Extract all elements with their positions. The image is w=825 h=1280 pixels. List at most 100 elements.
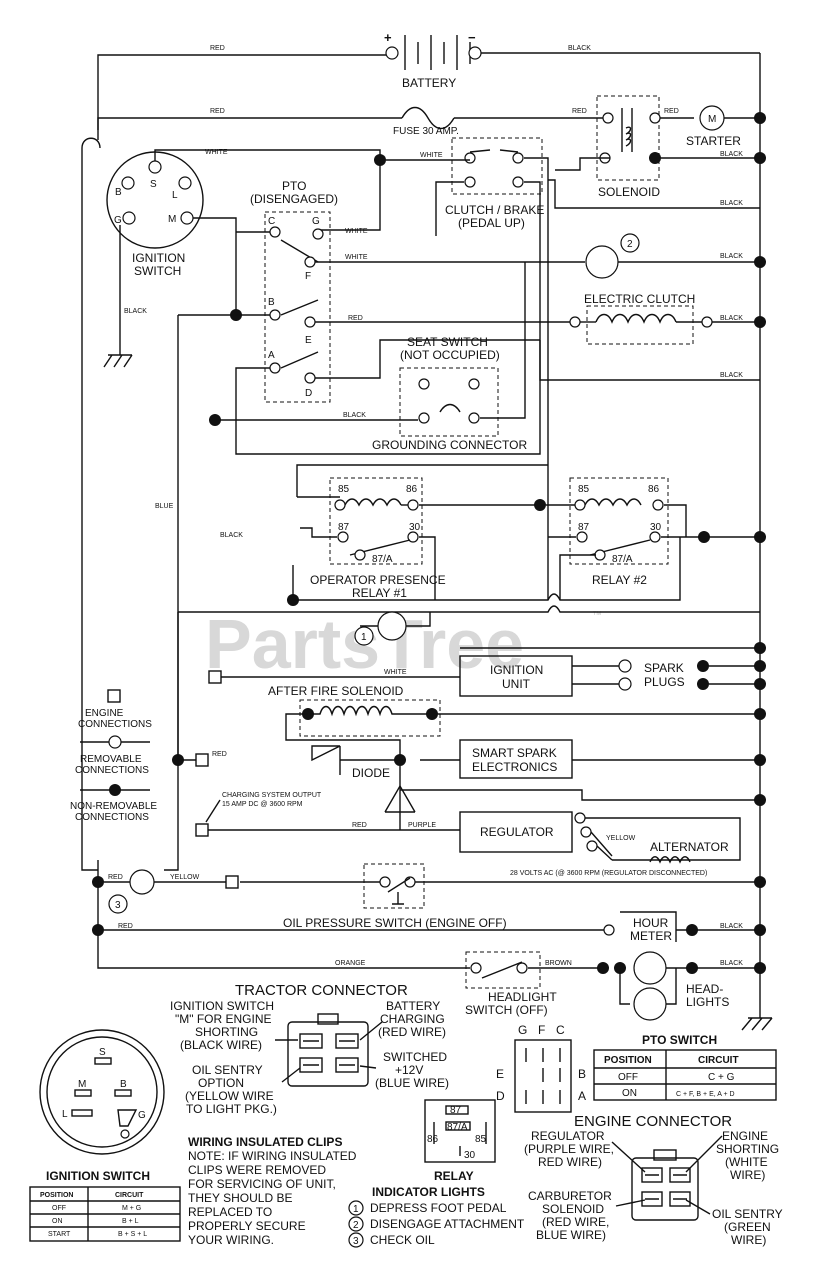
clips-note-4: THEY SHOULD BE: [188, 1191, 292, 1205]
pto-col-g: G: [518, 1023, 527, 1037]
clips-note-3: FOR SERVICING OF UNIT,: [188, 1177, 336, 1191]
clips-note-2: CLIPS WERE REMOVED: [188, 1163, 326, 1177]
wire-black-clutch: BLACK: [720, 200, 743, 207]
pto-r0-c1: C + G: [708, 1072, 735, 1083]
smart-spark-label-2: ELECTRONICS: [472, 760, 557, 774]
tc-left-bottom-2: OPTION: [198, 1076, 244, 1090]
legend-engine-2: CONNECTIONS: [78, 719, 152, 730]
spark-plugs-label-2: PLUGS: [644, 675, 685, 689]
clutch-brake-label-2: (PEDAL UP): [458, 216, 525, 230]
ign-r2-c1: B + S + L: [118, 1231, 147, 1238]
seat-switch-label-1: SEAT SWITCH: [407, 335, 488, 349]
indicator-lights-legend: INDICATOR LIGHTS 1 DEPRESS FOOT PEDAL 2 …: [348, 1185, 525, 1248]
il-text-3: CHECK OIL: [370, 1233, 435, 1247]
ign-term-l: L: [172, 190, 178, 201]
relay1-label-2: RELAY #1: [352, 586, 407, 600]
relay2-87a: 87/A: [612, 554, 633, 565]
ign-table-title: IGNITION SWITCH: [46, 1169, 150, 1183]
pto-table-h1: CIRCUIT: [698, 1055, 739, 1066]
ground-symbol-right: [741, 1017, 773, 1031]
diode: DIODE: [311, 745, 766, 813]
wire-white-pto-f: WHITE: [345, 254, 368, 261]
regulator-label: REGULATOR: [480, 825, 554, 839]
ign-term-m: M: [168, 214, 176, 225]
ign-r0-c1: M + G: [122, 1205, 141, 1212]
il-text-2: DISENGAGE ATTACHMENT: [370, 1217, 525, 1231]
charging-output-1: CHARGING SYSTEM OUTPUT: [222, 792, 322, 799]
fuse-starter-circuit: FUSE 30 AMP. RED RED M RED BLACK STARTER…: [97, 95, 766, 199]
ec-oil-3: WIRE): [731, 1233, 766, 1247]
diode-label: DIODE: [352, 766, 390, 780]
ignition-switch: S B L G M IGNITION SWITCH WHITE BLACK: [81, 137, 386, 871]
il-num-3: 3: [353, 1236, 359, 1247]
face-b: B: [120, 1079, 127, 1090]
pto-term-g: G: [312, 216, 320, 227]
tc-left-bottom-1: OIL SENTRY: [192, 1063, 263, 1077]
indicator-lights-title: INDICATOR LIGHTS: [372, 1185, 485, 1199]
ec-oil-2: (GREEN: [724, 1220, 771, 1234]
tractor-connector-title: TRACTOR CONNECTOR: [235, 982, 408, 999]
ignition-switch-label-1: IGNITION: [132, 251, 185, 265]
relay1-86: 86: [406, 484, 418, 495]
pto-term-f: F: [305, 271, 311, 282]
pto-switch-schematic: PTO (DISENGAGED) C G F B E A D WHITE WHI…: [235, 179, 540, 432]
ign-r1-c1: B + L: [122, 1218, 139, 1225]
wire-red-fuse: RED: [210, 108, 225, 115]
relay1-30: 30: [409, 522, 421, 533]
wiring-clips-note: WIRING INSULATED CLIPS NOTE: IF WIRING I…: [188, 1135, 357, 1247]
starter-m: M: [708, 114, 716, 125]
clips-note-5: REPLACED TO: [188, 1205, 272, 1219]
ignition-switch-label-2: SWITCH: [134, 264, 181, 278]
ignition-switch-table: IGNITION SWITCH POSITION CIRCUIT OFF M +…: [29, 1169, 181, 1242]
relay-pin-86: 86: [427, 1134, 439, 1145]
wire-brown-headlight: BROWN: [545, 960, 572, 967]
ec-regulator-3: RED WIRE): [538, 1155, 602, 1169]
tc-left-top-4: (BLACK WIRE): [180, 1038, 262, 1052]
relay-pin-85: 85: [475, 1134, 487, 1145]
wire-blue-trunk: BLUE: [155, 503, 174, 510]
ign-r0-c0: OFF: [52, 1205, 66, 1212]
wire-black-seat: BLACK: [720, 372, 743, 379]
wire-white-clutch: WHITE: [420, 152, 443, 159]
relay1-85: 85: [338, 484, 350, 495]
ignition-unit: IGNITION UNIT WHITE SPARK PLUGS: [208, 642, 766, 697]
relay-bus: [293, 537, 681, 601]
wire-red-regulator: RED: [352, 822, 367, 829]
relay-pinout: 87 87/A 86 85 30 RELAY: [424, 1099, 496, 1183]
hour-meter-label-1: HOUR: [633, 916, 669, 930]
engine-connector: ENGINE CONNECTOR REGULATOR (PURPLE WIRE,…: [524, 1113, 783, 1247]
ec-shorting-2: SHORTING: [716, 1142, 779, 1156]
relay2-label: RELAY #2: [592, 573, 647, 587]
ign-term-g: G: [114, 215, 122, 226]
tc-left-bottom-4: TO LIGHT PKG.): [186, 1102, 277, 1116]
oil-pressure-switch: 3 RED YELLOW OIL PRESSURE SWITCH (ENGINE…: [92, 612, 766, 969]
il-num-2: 2: [353, 1220, 359, 1231]
pto-row-d: D: [496, 1089, 505, 1103]
starter-label: STARTER: [686, 134, 741, 148]
fuse-label: FUSE 30 AMP.: [393, 126, 459, 137]
grounding-connector-label: GROUNDING CONNECTOR: [372, 438, 527, 452]
tc-left-top-3: SHORTING: [195, 1025, 258, 1039]
tractor-connector: TRACTOR CONNECTOR IGNITION SWITCH "M" FO…: [170, 982, 449, 1116]
legend-nonremovable-1: NON-REMOVABLE: [70, 801, 157, 812]
regulator-alternator: CHARGING SYSTEM OUTPUT 15 AMP DC @ 3600 …: [195, 792, 741, 877]
ec-carb-4: BLUE WIRE): [536, 1228, 606, 1242]
spark-plugs-label-1: SPARK: [644, 661, 684, 675]
seat-switch-label-2: (NOT OCCUPIED): [400, 348, 500, 362]
smart-spark-label-1: SMART SPARK: [472, 746, 557, 760]
wire-black-ind2: BLACK: [720, 253, 743, 260]
wire-red-solenoid: RED: [572, 108, 587, 115]
pto-term-a: A: [268, 350, 275, 361]
wire-white-pto: WHITE: [345, 228, 368, 235]
pto-label-1: PTO: [282, 179, 306, 193]
tc-left-top-1: IGNITION SWITCH: [170, 999, 274, 1013]
ign-table-h1: CIRCUIT: [115, 1192, 144, 1199]
battery-plus: +: [384, 30, 392, 45]
pto-table-h0: POSITION: [604, 1055, 652, 1066]
relay-2: 85 86 87 30 87/A RELAY #2: [546, 477, 766, 600]
relay1-label-1: OPERATOR PRESENCE: [310, 573, 446, 587]
legend-engine-1: ENGINE: [85, 708, 124, 719]
ignition-unit-label-1: IGNITION: [490, 663, 543, 677]
ground-symbol-left: [103, 354, 133, 368]
ec-regulator-1: REGULATOR: [531, 1129, 605, 1143]
